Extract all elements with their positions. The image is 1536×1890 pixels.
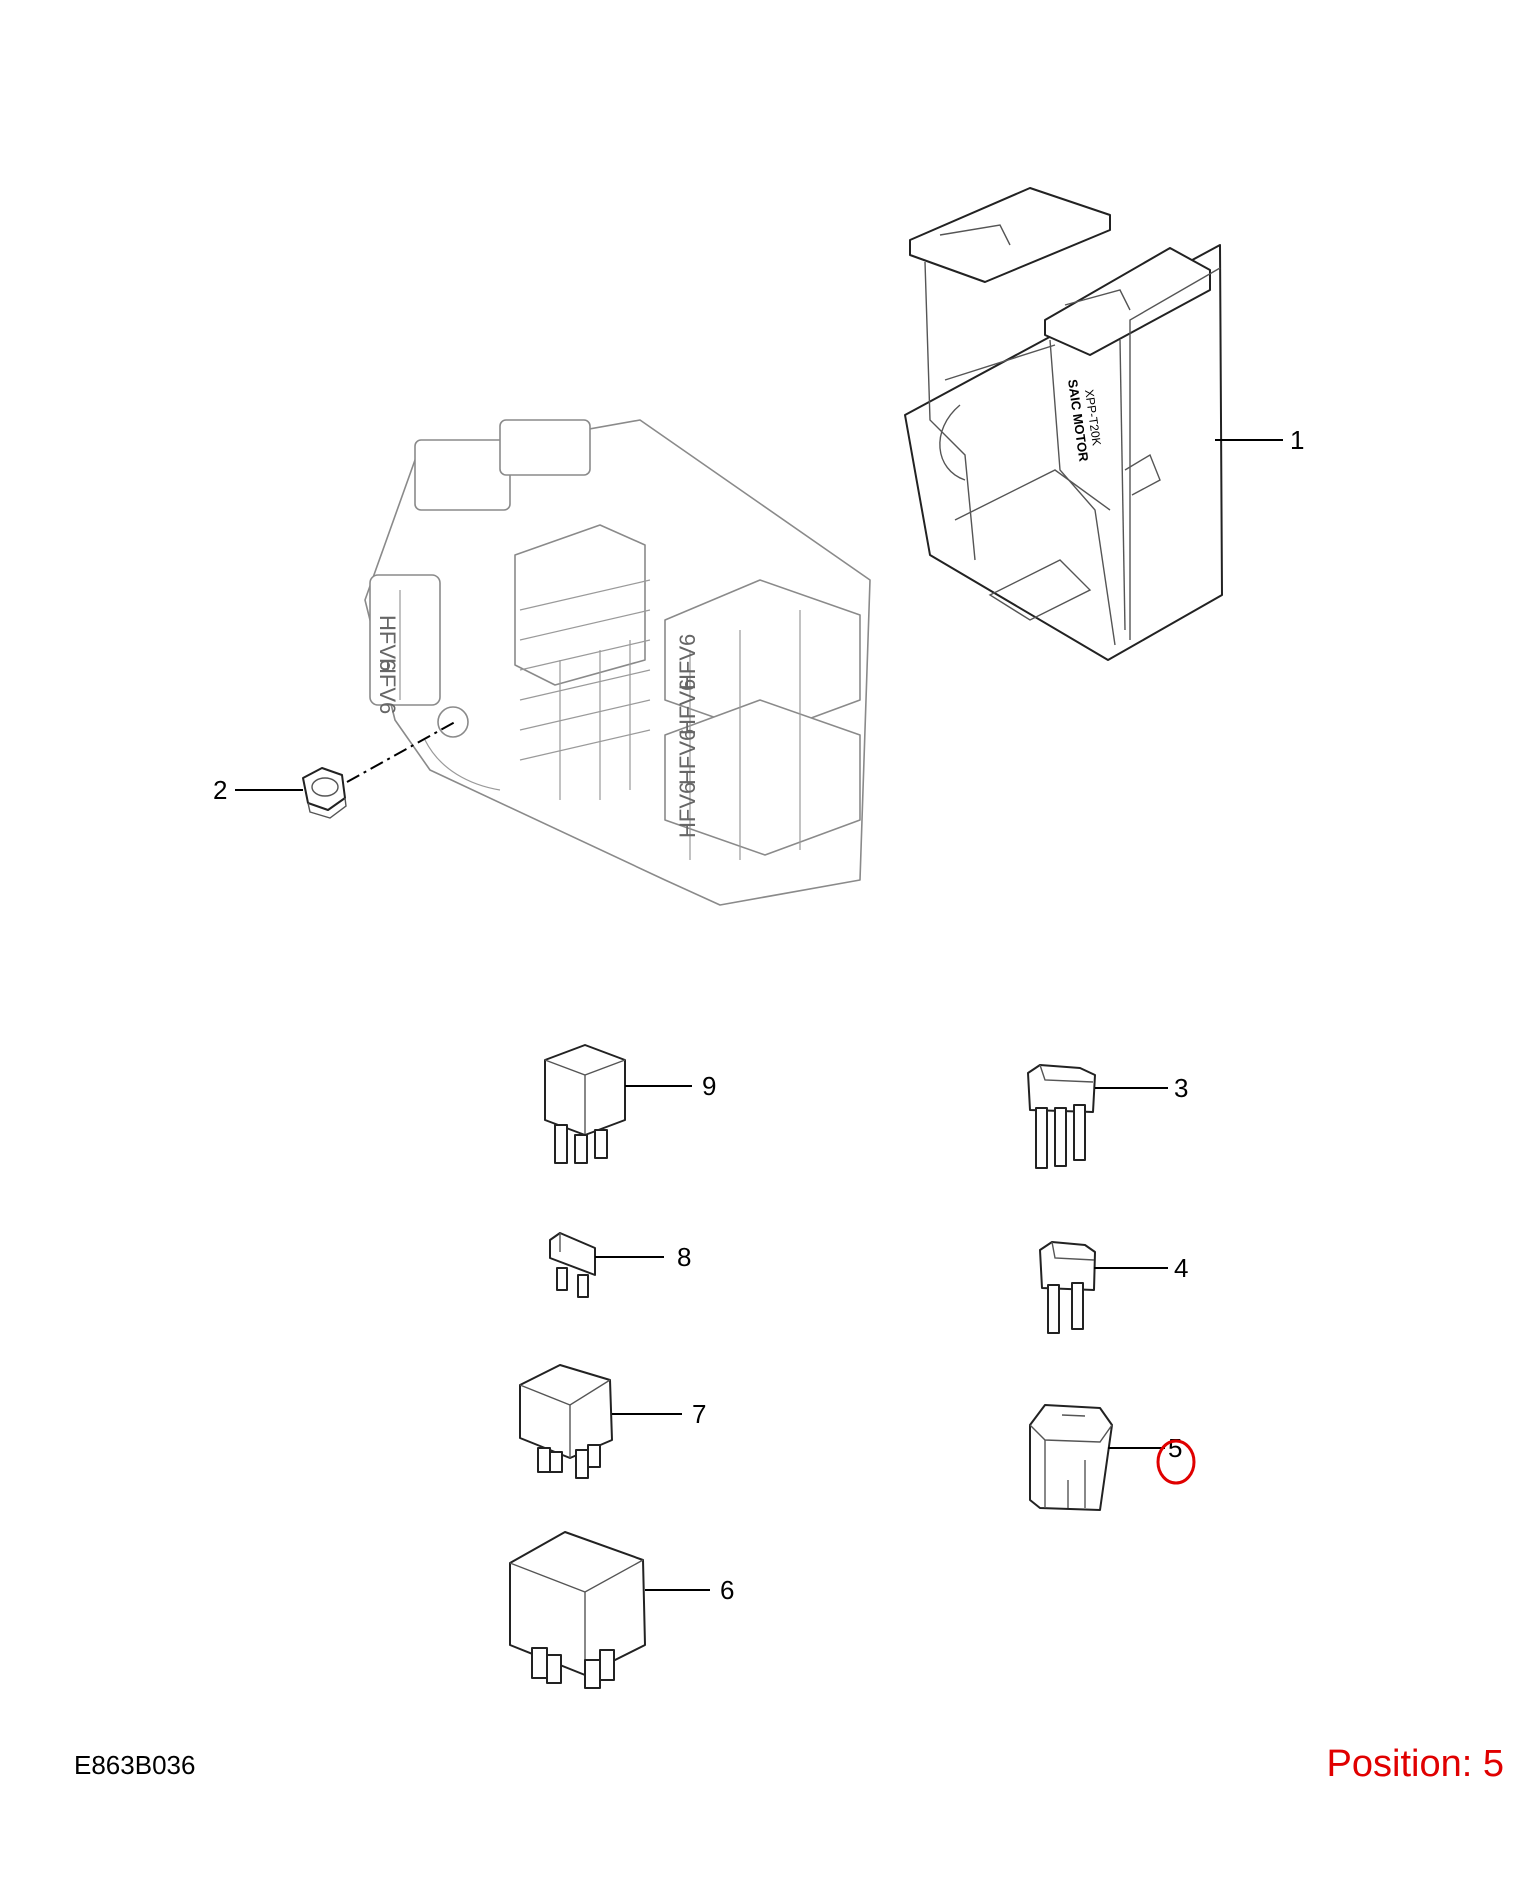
drawing-id: E863B036 [74,1750,196,1780]
relay-marking-4: HFV6 [675,679,700,735]
relay-marking-6: HFV6 [675,782,700,838]
callout-label-4[interactable]: 4 [1174,1253,1188,1283]
relay-marking-5: HFV6 [675,729,700,785]
callout-label-1[interactable]: 1 [1290,425,1304,455]
callout-label-6[interactable]: 6 [720,1575,734,1605]
fuse-box-cover: SAIC MOTOR XPP-T20K [904,187,1223,661]
fuse-link-3 [1027,1064,1096,1169]
callout-label-8[interactable]: 8 [677,1242,691,1272]
nut-axis-line [346,721,456,783]
relay-7 [519,1364,613,1479]
flange-nut [302,767,347,819]
callout-label-2[interactable]: 2 [213,775,227,805]
relay-marking-1: HFV6 [375,615,400,671]
mini-relay-9 [544,1044,626,1164]
fuse-link-4 [1039,1241,1096,1334]
callout-label-3[interactable]: 3 [1174,1073,1188,1103]
relay-6 [509,1531,646,1689]
selected-callout-highlight [1156,1439,1196,1485]
cartridge-fuse-5 [1029,1404,1113,1511]
blade-fuse-8 [549,1232,596,1298]
relay-marking-2: HFV6 [375,658,400,714]
callout-label-9[interactable]: 9 [702,1071,716,1101]
position-readout: Position: 5 [1326,1743,1504,1785]
callout-label-5[interactable]: 5 [1168,1433,1182,1463]
callout-label-7[interactable]: 7 [692,1399,706,1429]
fuse-box-assembly: HFV6 HFV6 HFV6 HFV6 HFV6 HFV6 [364,419,871,906]
relay-marking-3: HFV6 [675,634,700,690]
